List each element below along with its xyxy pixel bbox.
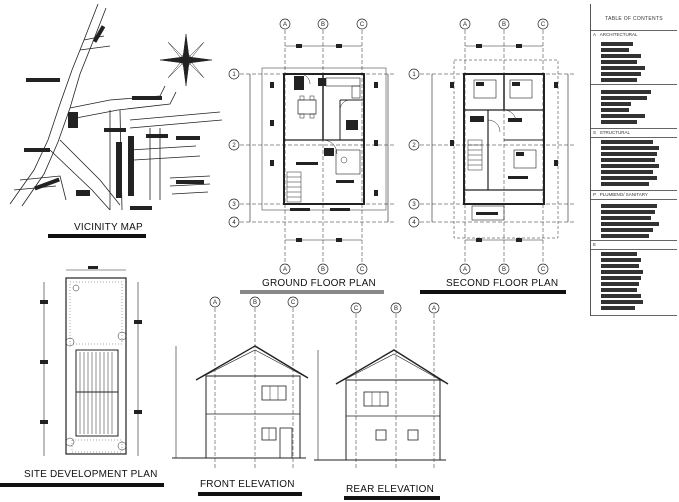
ground-floor-title-underline: [240, 290, 384, 294]
rear-elevation-title: REAR ELEVATION: [346, 484, 435, 495]
grid-label: A: [432, 306, 436, 312]
vicinity-map-title-underline: [48, 234, 146, 238]
toc-section-electrical: E: [593, 242, 596, 247]
toc-section-structural: S STRUCTURAL: [593, 130, 630, 135]
vicinity-map-title: VICINITY MAP: [74, 222, 143, 233]
toc-section-letter: P: [593, 192, 597, 197]
grid-label: A: [283, 22, 287, 28]
toc-entries: [601, 42, 659, 310]
site-development-plan: [43, 269, 139, 456]
grid-label: 4: [232, 220, 236, 226]
grid-label: C: [541, 22, 546, 28]
toc-divider: [591, 249, 677, 250]
grid-label: A: [463, 267, 467, 273]
grid-bubbles: [209, 18, 549, 314]
grid-label: C: [360, 267, 365, 273]
rear-elevation: [314, 314, 449, 470]
second-floor-plan: [420, 30, 576, 262]
front-elevation-title-underline: [198, 492, 302, 496]
grid-label: B: [321, 267, 325, 273]
vicinity-map: [9, 3, 223, 211]
ground-floor-hatch: [270, 44, 378, 242]
table-of-contents: TABLE OF CONTENTS A ARCHITECTURAL S STRU…: [590, 4, 677, 316]
toc-divider: [591, 190, 677, 191]
second-floor-plan-title: SECOND FLOOR PLAN: [446, 278, 559, 289]
grid-label: A: [283, 267, 287, 273]
grid-label: B: [321, 22, 325, 28]
grid-label: 2: [412, 143, 416, 149]
grid-label: A: [463, 22, 467, 28]
toc-section-label: ARCHITECTURAL: [599, 32, 638, 37]
grid-label: 2: [232, 143, 236, 149]
toc-divider: [591, 240, 677, 241]
site-plan-title-underline: [0, 483, 164, 487]
toc-section-letter: A: [593, 32, 597, 37]
toc-divider: [591, 315, 677, 316]
grid-label: B: [502, 22, 506, 28]
site-development-plan-title: SITE DEVELOPMENT PLAN: [24, 469, 158, 480]
grid-label: B: [253, 300, 257, 306]
front-elevation: [172, 308, 309, 470]
toc-section-label: PLUMBING/ SANITARY: [599, 192, 648, 197]
toc-divider: [591, 84, 677, 85]
toc-section-architectural: A ARCHITECTURAL: [593, 32, 638, 37]
toc-section-letter: S: [593, 130, 597, 135]
toc-section-plumbing: P PLUMBING/ SANITARY: [593, 192, 648, 197]
north-arrow-icon: [159, 33, 213, 87]
toc-divider: [591, 199, 677, 200]
toc-divider: [591, 137, 677, 138]
toc-section-letter: E: [593, 242, 597, 247]
grid-label: B: [394, 306, 398, 312]
grid-label: C: [541, 267, 546, 273]
grid-label: C: [354, 306, 359, 312]
ground-floor-plan-title: GROUND FLOOR PLAN: [262, 278, 376, 289]
front-elevation-title: FRONT ELEVATION: [200, 479, 295, 490]
rear-elevation-title-underline: [344, 496, 440, 500]
grid-label: B: [502, 267, 506, 273]
grid-label: 1: [232, 72, 236, 78]
vicinity-map-labels: [24, 25, 204, 210]
grid-label: 3: [232, 202, 236, 208]
grid-label: C: [360, 22, 365, 28]
grid-label: 4: [412, 220, 416, 226]
grid-label: 3: [412, 202, 416, 208]
toc-divider: [591, 128, 677, 129]
grid-label: A: [213, 300, 217, 306]
second-floor-hatch: [450, 44, 558, 242]
second-floor-title-underline: [420, 290, 566, 294]
grid-label: C: [291, 300, 296, 306]
toc-divider: [591, 30, 677, 31]
ground-floor-plan: [240, 30, 396, 262]
site-plan-hatch: [40, 266, 142, 424]
grid-label: 1: [412, 72, 416, 78]
toc-heading: TABLE OF CONTENTS: [605, 16, 663, 22]
toc-section-label: STRUCTURAL: [599, 130, 631, 135]
